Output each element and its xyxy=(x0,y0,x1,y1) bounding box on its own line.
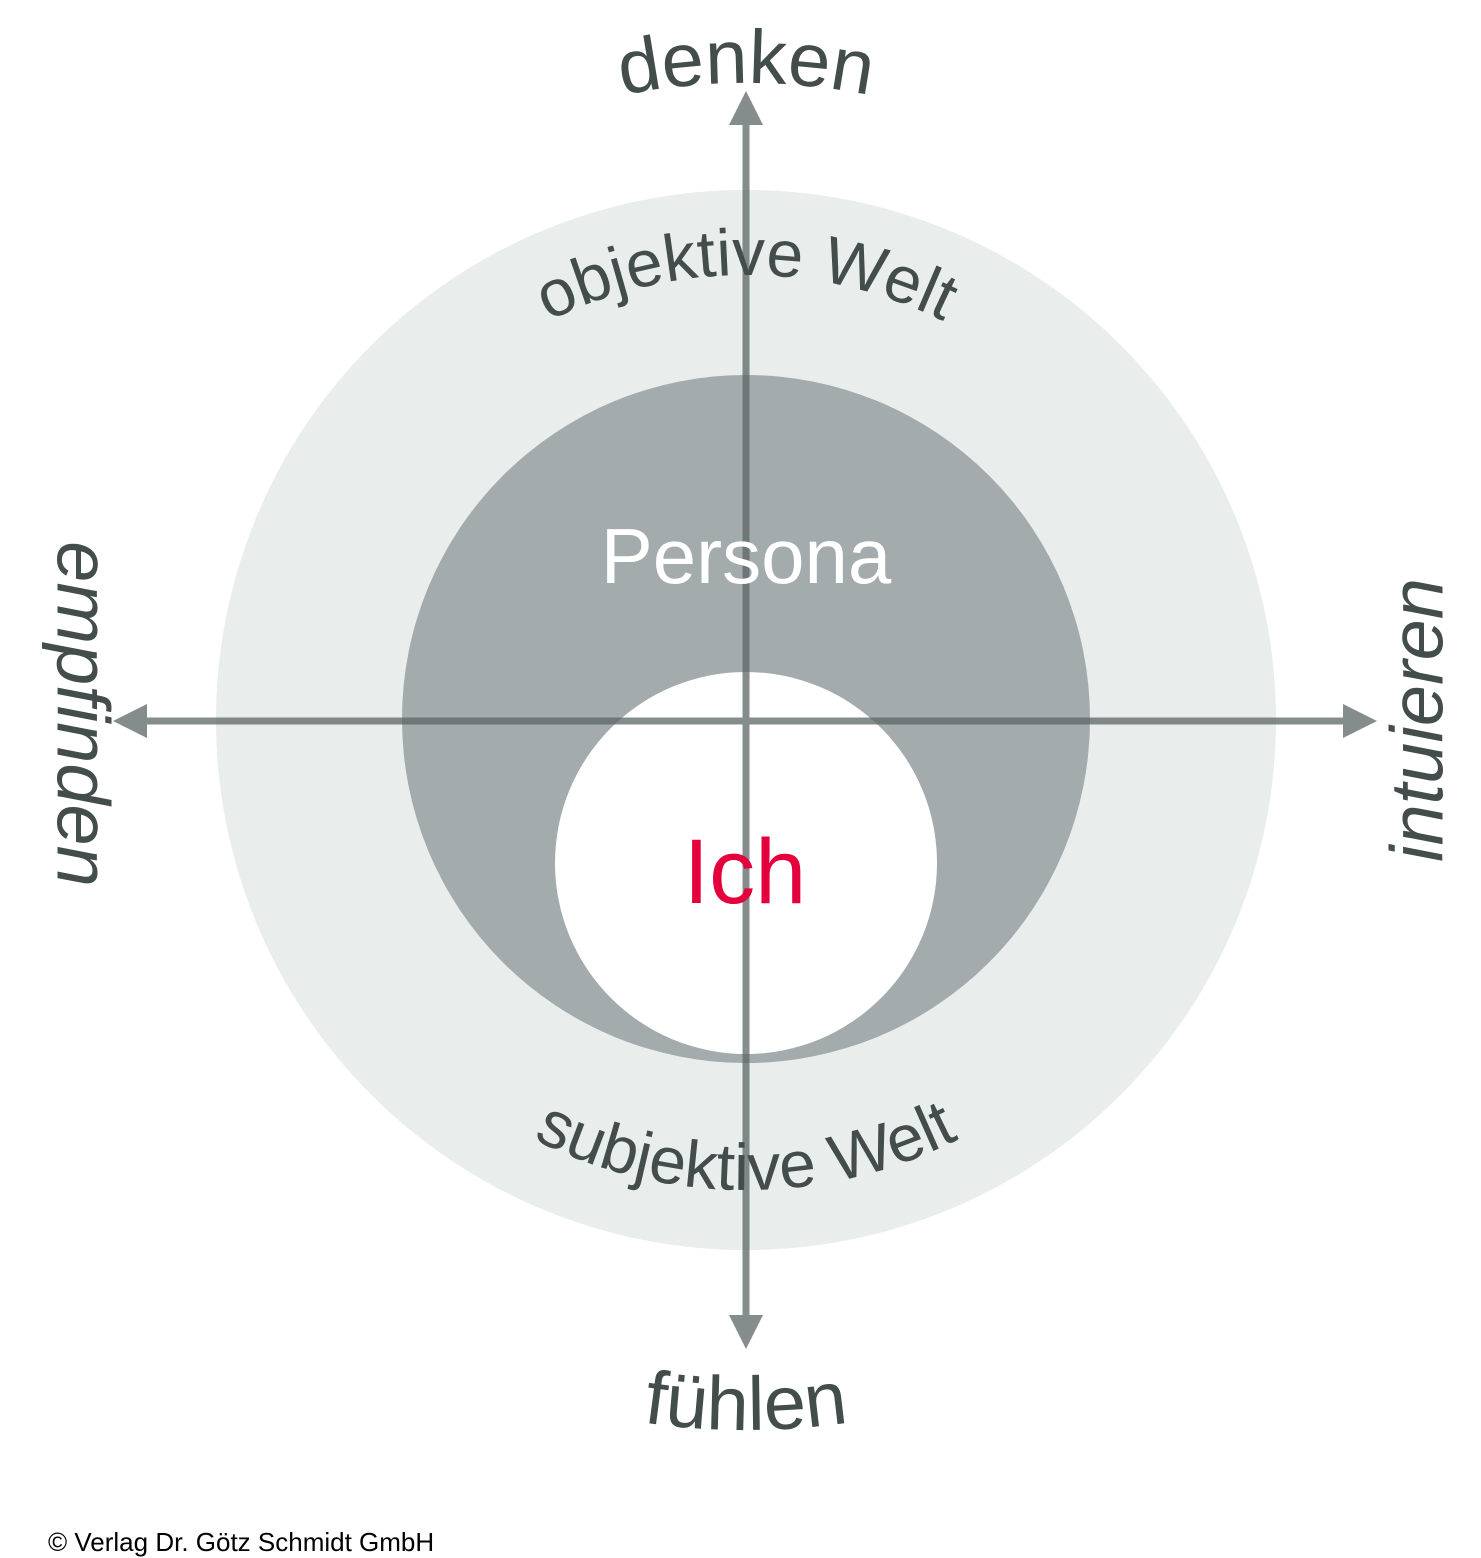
persona-label: Persona xyxy=(601,512,892,600)
arrowhead-down-icon xyxy=(729,1315,763,1349)
axis-label-empfinden: empfinden xyxy=(41,541,124,887)
arrowhead-up-icon xyxy=(729,91,763,125)
arrowhead-right-icon xyxy=(1343,704,1377,738)
ich-label: Ich xyxy=(684,821,807,923)
axes-group xyxy=(113,91,1377,1349)
axis-label-intuieren: intuieren xyxy=(1376,578,1459,862)
axis-label-denken: denken xyxy=(611,15,881,112)
copyright-text: © Verlag Dr. Götz Schmidt GmbH xyxy=(48,1527,434,1557)
axis-label-fuehlen: fühlen xyxy=(641,1355,852,1447)
arrowhead-left-icon xyxy=(113,704,147,738)
